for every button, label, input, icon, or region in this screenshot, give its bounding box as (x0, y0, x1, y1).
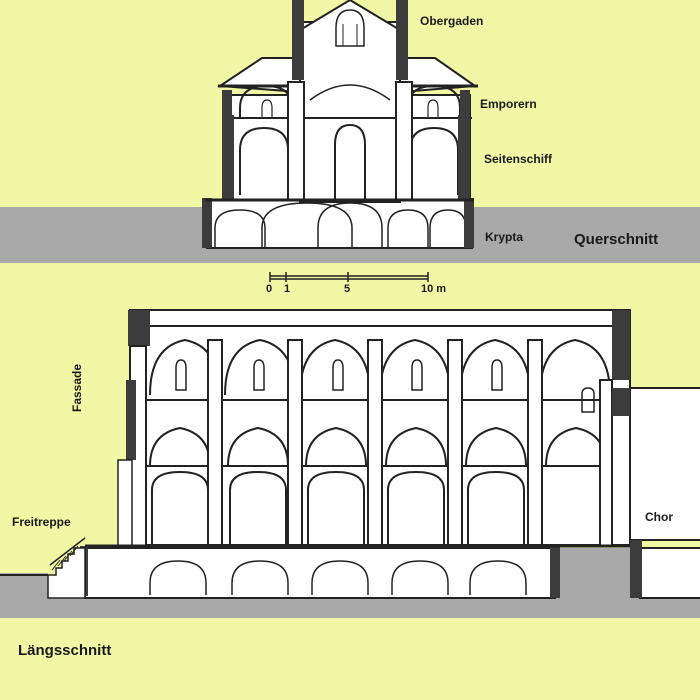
cross-nave-arch (334, 123, 366, 200)
cross-aisle-arch-left (239, 126, 289, 195)
cross-clerestory-window (335, 9, 365, 47)
label-fassade: Fassade (70, 363, 84, 412)
label-emporern: Emporern (480, 97, 537, 111)
scale-bar (269, 272, 429, 282)
long-piers (207, 339, 543, 546)
longitudinal-section (0, 309, 700, 618)
cross-crypt-wall-right (464, 198, 474, 248)
cross-outer-wall-right (458, 115, 470, 200)
label-obergaden: Obergaden (420, 14, 484, 28)
long-upper-windows (175, 359, 595, 413)
label-laengsschnitt: Längsschnitt (18, 642, 112, 659)
cross-section (0, 0, 700, 263)
scale-tick-1: 1 (284, 283, 291, 295)
label-chor: Chor (645, 510, 673, 524)
scale-tick-5: 5 (344, 283, 351, 295)
cross-outer-wall-left (222, 115, 234, 200)
label-krypta: Krypta (485, 230, 524, 244)
long-stairs (47, 547, 86, 599)
long-gallery-arches (149, 426, 607, 467)
cross-pier-left (287, 81, 305, 201)
label-seitenschiff: Seitenschiff (484, 152, 553, 166)
cross-upper-wall-left (292, 0, 304, 80)
long-roof-beam (129, 309, 631, 327)
scale-tick-0: 0 (266, 283, 273, 295)
long-choir (629, 387, 700, 541)
cross-upper-wall-right (396, 0, 408, 80)
scale-tick-10: 10 m (421, 283, 447, 295)
label-freitreppe: Freitreppe (12, 515, 71, 529)
cross-crypt-wall-left (202, 198, 212, 248)
long-crypt-body (84, 547, 556, 599)
cross-crypt-body (206, 199, 473, 249)
long-lower-arcade (151, 470, 525, 545)
label-querschnitt: Querschnitt (574, 231, 659, 248)
cross-pier-right (395, 81, 413, 201)
long-upper-vaults (149, 338, 611, 396)
long-choir-crypt (639, 547, 700, 599)
long-crypt-vaults (149, 560, 527, 595)
